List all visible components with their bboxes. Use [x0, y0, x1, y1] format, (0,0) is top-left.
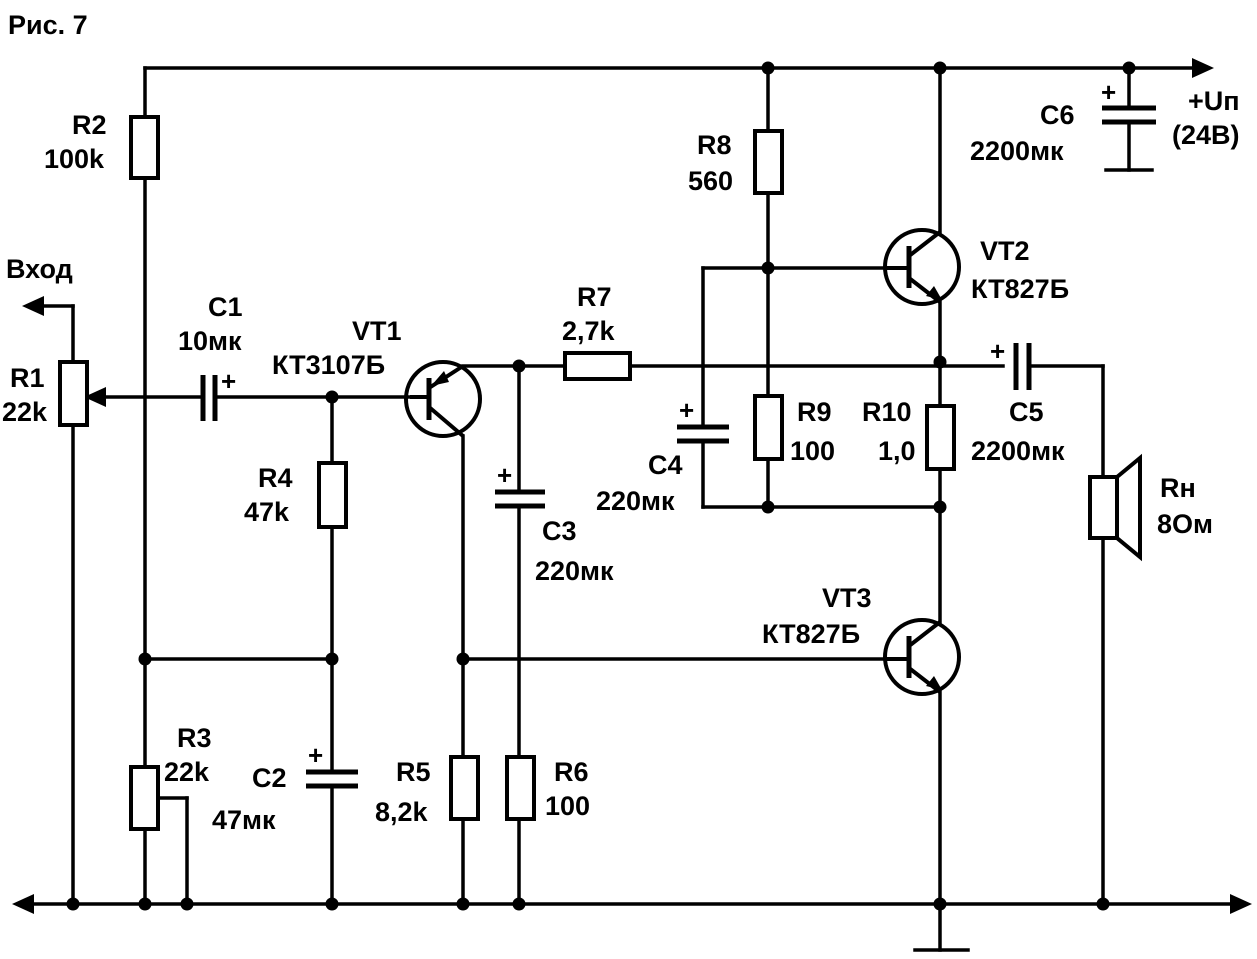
power-voltage: (24В)	[1172, 120, 1240, 150]
resistor-r2	[129, 115, 160, 180]
c3-value: 220мк	[535, 556, 614, 586]
capacitor-c1	[200, 375, 218, 421]
c6-plus-mark: +	[1101, 77, 1116, 107]
c5-ref: C5	[1009, 397, 1044, 427]
vt1-type: КТ3107Б	[272, 350, 385, 380]
load-value: 8Ом	[1157, 509, 1213, 539]
r6-ref: R6	[554, 757, 589, 787]
c4-plus-mark: +	[679, 395, 694, 425]
potentiometer-r3	[129, 765, 160, 831]
r5-ref: R5	[396, 757, 431, 787]
c3-ref: C3	[542, 516, 577, 546]
c2-plus-mark: +	[308, 740, 323, 770]
r3-ref: R3	[177, 723, 212, 753]
capacitor-c2	[306, 769, 358, 789]
capacitor-c6	[1102, 105, 1156, 125]
r2-value: 100k	[44, 144, 105, 174]
r7-value: 2,7k	[562, 316, 616, 346]
r8-value: 560	[688, 166, 733, 196]
vt1-ref: VT1	[352, 316, 402, 346]
r10-ref: R10	[862, 397, 912, 427]
ground-left-arrow	[12, 894, 34, 914]
r9-ref: R9	[797, 397, 832, 427]
resistor-r9	[753, 394, 784, 461]
capacitor-c3	[495, 489, 545, 509]
input-arrow	[22, 296, 44, 316]
r5-value: 8,2k	[375, 797, 429, 827]
c1-value: 10мк	[178, 326, 242, 356]
input-label: Вход	[6, 254, 73, 284]
capacitor-c4	[677, 424, 729, 444]
c2-ref: C2	[252, 763, 287, 793]
transistor-vt3	[883, 618, 961, 696]
load-ref: Rн	[1160, 473, 1196, 503]
vt3-type: КТ827Б	[762, 619, 860, 649]
r6-value: 100	[545, 791, 590, 821]
r1-wiper-arrow	[84, 387, 106, 407]
c5-value: 2200мк	[971, 436, 1065, 466]
vt2-type: КТ827Б	[971, 274, 1069, 304]
c6-ref: C6	[1040, 100, 1075, 130]
resistor-r4	[317, 461, 348, 529]
resistor-r5	[449, 755, 480, 821]
r1-value: 22k	[2, 397, 48, 427]
c3-plus-mark: +	[497, 460, 512, 490]
c4-ref: C4	[648, 450, 683, 480]
r10-value: 1,0	[878, 436, 916, 466]
c6-value: 2200мк	[970, 136, 1064, 166]
speaker-icon	[1088, 453, 1142, 562]
vt3-ref: VT3	[822, 583, 872, 613]
r3-value: 22k	[164, 757, 210, 787]
r2-ref: R2	[72, 110, 107, 140]
power-label: +Uп	[1188, 86, 1240, 116]
c1-plus-mark: +	[221, 366, 236, 396]
r4-ref: R4	[258, 463, 293, 493]
resistor-r8	[753, 129, 784, 195]
c2-value: 47мк	[212, 805, 276, 835]
capacitor-c5	[1013, 343, 1032, 390]
resistor-r10	[925, 404, 956, 471]
r7-ref: R7	[577, 282, 612, 312]
transistor-vt1	[404, 360, 482, 438]
r8-ref: R8	[697, 130, 732, 160]
ground-right-arrow	[1230, 894, 1252, 914]
r1-ref: R1	[10, 363, 45, 393]
c4-value: 220мк	[596, 486, 675, 516]
c1-ref: C1	[208, 292, 243, 322]
potentiometer-r1	[58, 360, 89, 427]
transistor-vt2	[883, 228, 961, 306]
vt2-ref: VT2	[980, 236, 1030, 266]
junction-dots	[66, 61, 1136, 911]
resistor-r6	[505, 755, 536, 821]
r4-value: 47k	[244, 497, 290, 527]
c5-plus-mark: +	[990, 336, 1005, 366]
wires	[26, 66, 1234, 952]
power-arrow	[1192, 58, 1214, 78]
figure-caption: Рис. 7	[8, 10, 88, 40]
resistor-r7	[563, 351, 632, 381]
r9-value: 100	[790, 436, 835, 466]
